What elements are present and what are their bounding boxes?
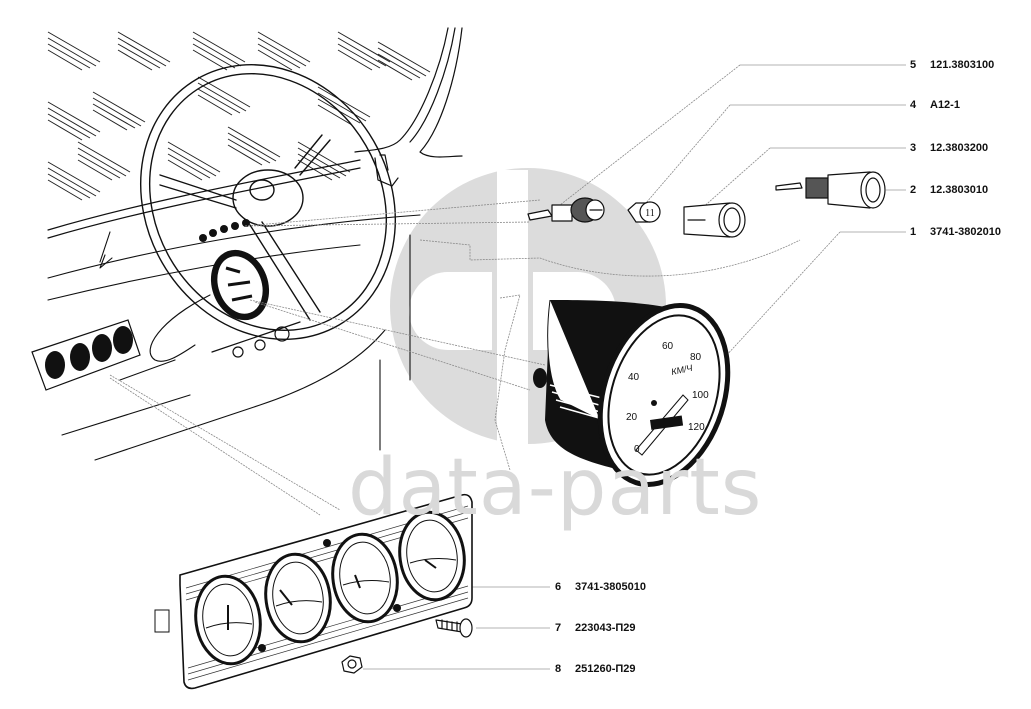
lamp-cap xyxy=(683,202,746,238)
speedometer-tick-20: 20 xyxy=(626,412,638,423)
windshield-hatching xyxy=(47,31,431,201)
gauge-ammeter xyxy=(194,574,262,666)
speedometer-tick-120: 120 xyxy=(688,422,705,433)
steering-wheel xyxy=(140,64,396,340)
speedometer-unit-label: КМ/Ч xyxy=(670,363,694,377)
callout-7-part-number: 223043-П29 xyxy=(575,622,636,634)
bulb: 11 xyxy=(627,201,661,223)
bulb-label: 11 xyxy=(645,208,655,219)
callout-3-part-number: 12.3803200 xyxy=(930,142,989,154)
gauge-oil-pressure xyxy=(264,552,332,644)
lamp-socket xyxy=(527,197,605,223)
callout-4-part-number: A12-1 xyxy=(930,99,960,111)
gauge-temperature xyxy=(331,532,399,624)
speedometer-tick-0: 0 xyxy=(634,444,640,455)
callout-2-part-number: 12.3803010 xyxy=(930,184,989,196)
callout-6-part-number: 3741-3805010 xyxy=(575,581,646,593)
dashboard-speedometer xyxy=(210,249,270,321)
callout-5-number: 5 xyxy=(910,59,917,71)
callout-5-part-number: 121.3803100 xyxy=(930,59,995,71)
speedometer-tick-80: 80 xyxy=(690,352,702,363)
speedometer: КМ/Ч 0 20 40 60 80 100 120 xyxy=(533,299,731,487)
leader-lines xyxy=(109,64,841,516)
warning-lights xyxy=(199,219,250,242)
callout-8-number: 8 xyxy=(555,663,562,675)
callout-1-number: 1 xyxy=(910,226,917,238)
mirror-bracket xyxy=(374,154,399,187)
callout-8-part-number: 251260-П29 xyxy=(575,663,636,675)
speedometer-tick-40: 40 xyxy=(628,372,640,383)
speedometer-tick-100: 100 xyxy=(692,390,709,401)
screw xyxy=(435,618,473,638)
callout-leaders xyxy=(363,64,906,670)
callout-7-number: 7 xyxy=(555,622,562,634)
speedometer-tick-60: 60 xyxy=(662,341,674,352)
dashboard-switches xyxy=(211,321,301,358)
windshield-frame xyxy=(47,27,463,239)
dashboard-gauge-cluster xyxy=(31,319,141,391)
watermark-text: data-parts xyxy=(348,443,763,533)
gauge-cluster xyxy=(154,493,473,690)
indicator-lamp-assembly xyxy=(775,171,886,209)
callout-4-number: 4 xyxy=(910,99,917,111)
callout-1-part-number: 3741-3802010 xyxy=(930,226,1001,238)
dashboard xyxy=(47,214,421,461)
gauge-fuel xyxy=(398,510,466,602)
callout-2-number: 2 xyxy=(910,184,917,196)
nut xyxy=(341,655,363,674)
callout-6-number: 6 xyxy=(555,581,562,593)
callout-3-number: 3 xyxy=(910,142,917,154)
